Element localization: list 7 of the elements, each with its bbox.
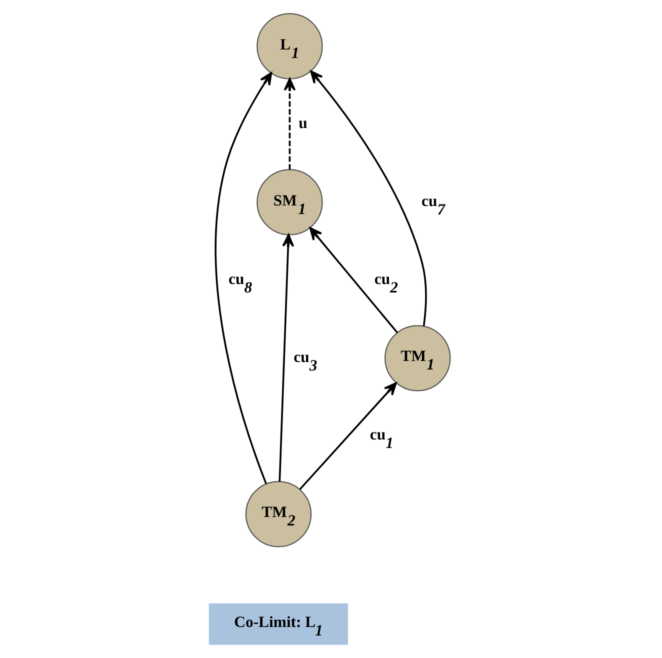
arrow <box>214 72 272 484</box>
arrow <box>278 234 294 482</box>
arrow <box>308 227 398 334</box>
arrow <box>283 78 296 170</box>
edge-label: u <box>298 114 307 132</box>
arrow <box>298 382 396 490</box>
arrow <box>310 70 426 326</box>
